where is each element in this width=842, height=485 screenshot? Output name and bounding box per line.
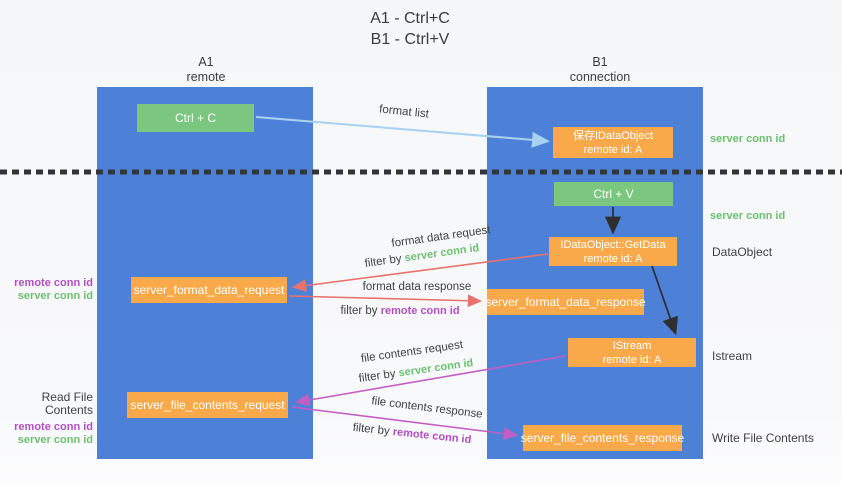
label-filter-by-remote-conn-id-1: filter by remote conn id — [325, 305, 475, 317]
column-a-id: A1 — [198, 55, 214, 69]
node-istream: IStream remote id: A — [568, 338, 696, 367]
node-ctrl-c: Ctrl + C — [137, 104, 254, 132]
annotation-server-conn-id-mid: server conn id — [710, 210, 786, 222]
node-file-request-label: server_file_contents_request — [130, 398, 285, 412]
arrow-format-list — [255, 116, 550, 148]
label-format-data-response: format data response — [362, 281, 472, 293]
node-file-response-label: server_file_contents_response — [520, 431, 685, 445]
annotation-remote-conn-id-2: remote conn id — [14, 421, 93, 433]
title-line-a: A1 - Ctrl+C — [370, 10, 450, 27]
diagram-title: A1 - Ctrl+C B1 - Ctrl+V — [330, 8, 490, 50]
node-ctrl-v-label: Ctrl + V — [593, 187, 634, 201]
node-server-format-data-request: server_format_data_request — [131, 277, 287, 303]
node-format-request-label: server_format_data_request — [133, 283, 285, 297]
arrow-file-contents-request — [294, 355, 566, 407]
annotation-server-conn-id-2: server conn id — [17, 434, 93, 446]
annotation-server-conn-id-1: server conn id — [17, 290, 93, 302]
node-ctrl-v: Ctrl + V — [554, 182, 673, 206]
column-b-id: B1 — [592, 55, 608, 69]
annotation-dataobject: DataObject — [712, 245, 773, 259]
column-b-role: connection — [569, 70, 631, 84]
node-format-response-label: server_format_data_response — [485, 295, 646, 309]
node-istream-line1: IStream — [612, 339, 652, 352]
remote-conn-id-text: remote conn id — [380, 305, 460, 317]
node-ctrl-c-label: Ctrl + C — [174, 111, 216, 125]
node-server-file-contents-response: server_file_contents_response — [520, 425, 685, 451]
node-getdata-line1: IDataObject::GetData — [560, 238, 666, 251]
column-a-header: A1 remote — [146, 55, 266, 85]
annotation-write-file-contents: Write File Contents — [712, 431, 814, 445]
column-b-header: B1 connection — [540, 55, 660, 85]
title-line-b: B1 - Ctrl+V — [370, 31, 450, 48]
arrow-format-data-request — [291, 253, 549, 292]
annotation-format-request-ids: remote conn id server conn id — [0, 277, 93, 303]
node-save-idataobject-line1: 保存IDataObject — [572, 129, 654, 142]
node-istream-line2: remote id: A — [602, 353, 662, 366]
node-server-file-contents-request: server_file_contents_request — [127, 392, 288, 418]
filter-by-text: filter by — [340, 305, 381, 317]
arrow-format-data-response — [288, 294, 483, 308]
node-idataobject-getdata: IDataObject::GetData remote id: A — [549, 237, 677, 266]
node-getdata-line2: remote id: A — [583, 252, 643, 265]
node-save-idataobject-line2: remote id: A — [583, 143, 643, 156]
column-a-role: remote — [186, 70, 226, 84]
arrow-file-contents-response — [291, 406, 519, 440]
arrow-getdata-to-istream — [651, 265, 678, 336]
annotation-read-file-contents: Read File Contents — [41, 390, 93, 417]
annotation-server-conn-id-top: server conn id — [710, 133, 786, 145]
annotation-istream: Istream — [712, 349, 753, 363]
node-server-format-data-response: server_format_data_response — [485, 289, 646, 315]
annotation-remote-conn-id-1: remote conn id — [14, 277, 93, 289]
node-save-idataobject: 保存IDataObject remote id: A — [553, 127, 673, 158]
annotation-file-request-ids: Read File Contents remote conn id server… — [0, 391, 93, 447]
